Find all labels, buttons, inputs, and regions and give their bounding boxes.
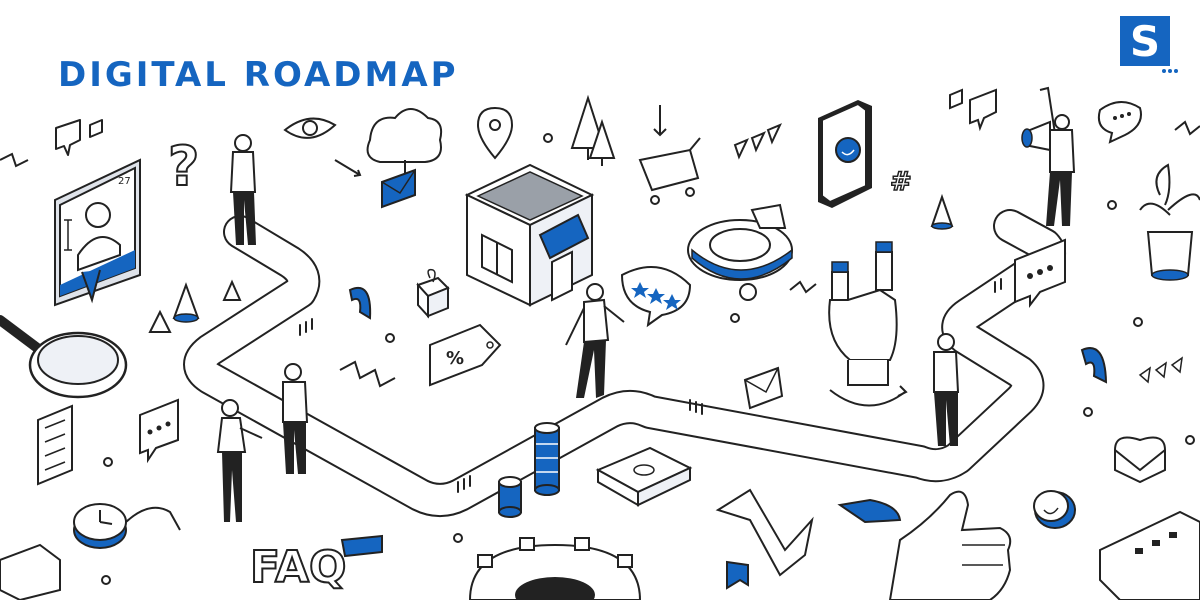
message-dots-icon-right (1014, 238, 1066, 308)
price-tag-icon: % (429, 323, 502, 387)
person-standing-1 (229, 134, 257, 245)
chat-bubbles-icon-right (949, 88, 1142, 144)
zigzag-lines (0, 120, 1200, 388)
coin-stack-short (498, 476, 522, 518)
svg-text:27: 27 (118, 176, 131, 187)
svg-text:%: % (446, 348, 464, 369)
person-standing-2 (282, 363, 309, 474)
eye-icon (283, 117, 337, 139)
banknotes-icon (595, 446, 693, 507)
person-walking (565, 283, 625, 398)
shop-building (464, 163, 595, 307)
arrow-icon (334, 159, 362, 177)
envelope-icon-center (743, 366, 784, 410)
message-dots-icon (139, 398, 179, 464)
person-thinking (933, 333, 960, 446)
checklist-icon (37, 404, 73, 486)
svg-text:S: S (1130, 17, 1160, 66)
profile-card-icon: 27 (54, 158, 141, 307)
smartphone-icon (818, 100, 872, 208)
person-megaphone (1021, 86, 1076, 226)
blue-ribbon-left (348, 287, 372, 320)
chat-bubbles-icon (55, 119, 103, 156)
paper-fold-shape (715, 488, 814, 577)
cloud-icon (366, 108, 443, 182)
clock-icon (73, 503, 181, 549)
trees-icon (570, 94, 616, 166)
hashtag-icon: # (889, 166, 912, 198)
blue-flag-icon (726, 560, 749, 590)
arrows-right-icon (1138, 356, 1183, 384)
magnifier-icon (0, 315, 128, 399)
thumbs-up-icon (888, 490, 1012, 600)
svg-text:?: ? (168, 135, 199, 198)
envelope-icon (381, 168, 416, 209)
rating-bubble-icon (620, 266, 692, 328)
donut-chart-icon (687, 203, 793, 301)
question-mark-icon: ? (167, 134, 200, 199)
heart-icon (1113, 436, 1167, 484)
gift-box-icon (416, 268, 450, 319)
document-list-icon (1099, 510, 1200, 600)
svg-text:#: # (890, 167, 912, 197)
cone-shapes (148, 193, 954, 333)
gear-icon (468, 537, 642, 600)
svg-text:FAQ: FAQ (250, 542, 346, 593)
person-woman (216, 399, 263, 522)
location-pin-icon (476, 106, 514, 160)
blue-ribbon-right (1080, 347, 1108, 384)
shopping-cart-icon (638, 105, 701, 205)
blue-ribbon-bottom (340, 498, 902, 558)
scatter-dots (101, 133, 1195, 585)
page-title: DIGITAL ROADMAP (58, 55, 459, 95)
coin-stack-tall (534, 422, 560, 496)
smiley-coin-icon (1033, 490, 1076, 529)
road-tick-marks (299, 278, 1002, 493)
potted-plant-icon (1139, 163, 1200, 281)
brand-s-logo: S (1120, 16, 1178, 73)
play-arrows-icon (733, 123, 783, 160)
rock-hand-magnet (828, 241, 908, 407)
winding-road (183, 209, 1066, 517)
faq-letters: FAQ (249, 541, 347, 594)
book-stack-icon (0, 543, 61, 600)
